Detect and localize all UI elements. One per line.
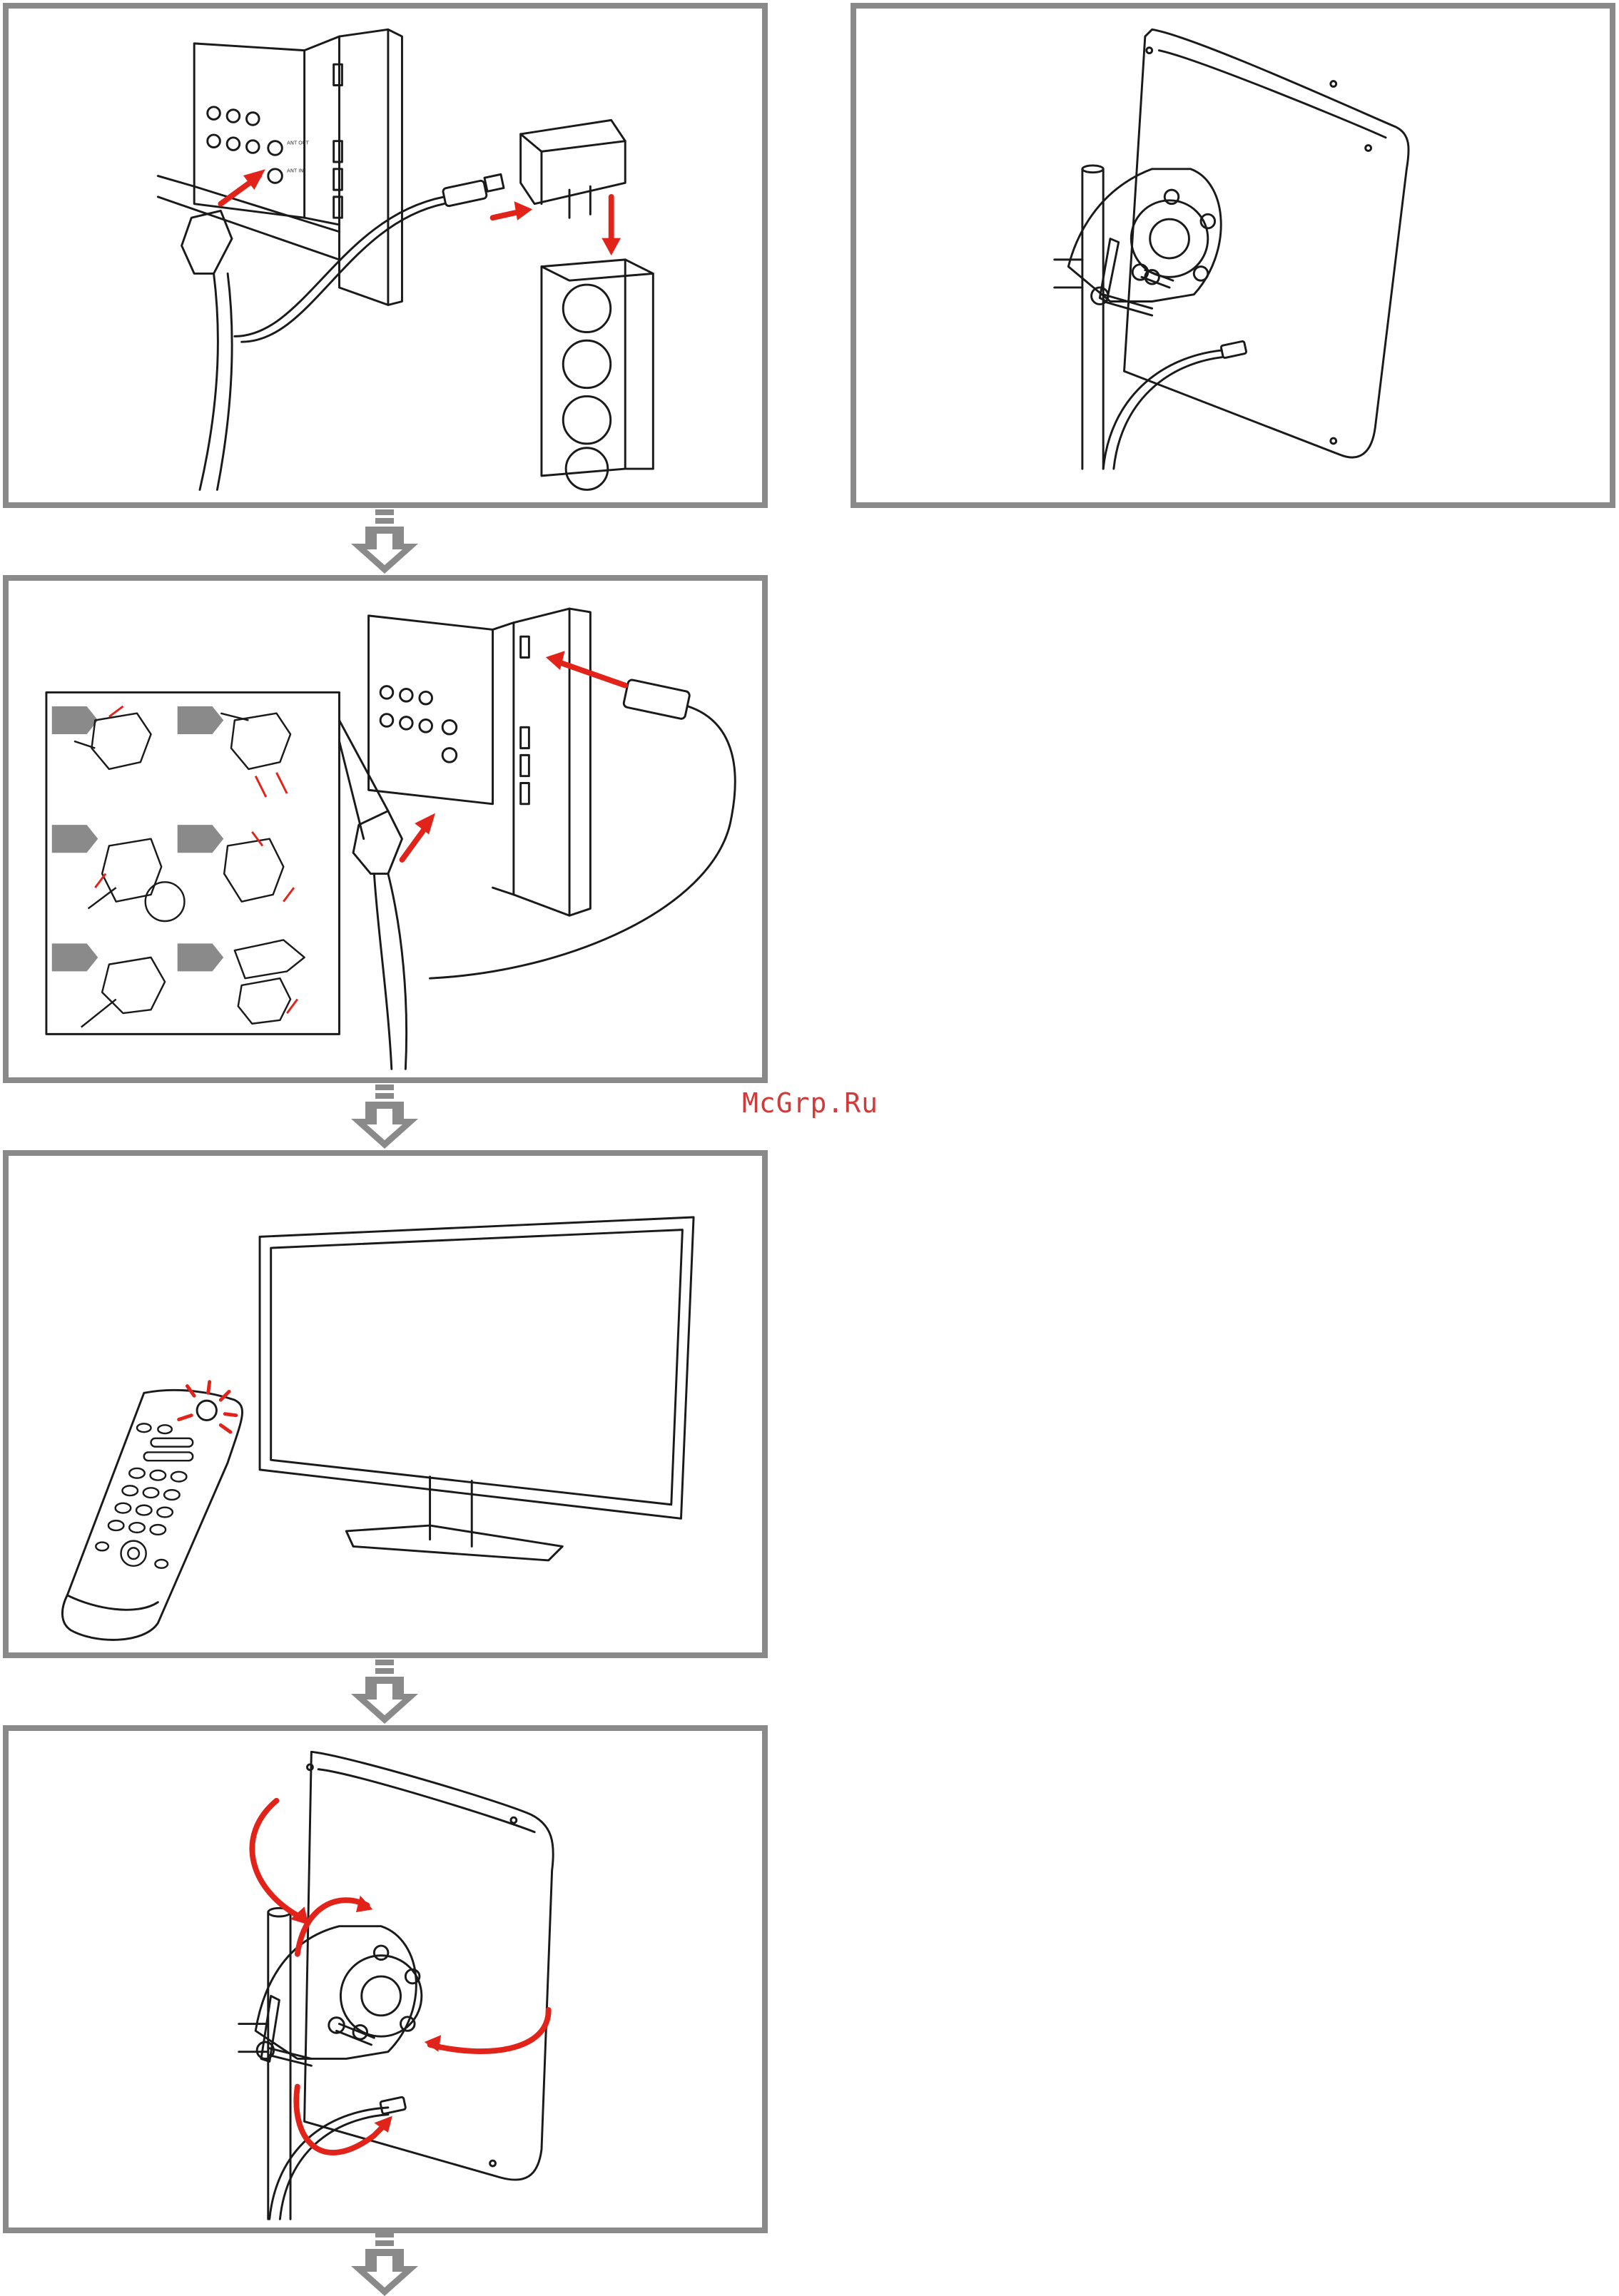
inset-step-badge-2 [178,706,224,734]
step-panel-antenna-adjust [3,1725,768,2233]
step-panel-antenna-mount [851,3,1615,508]
down-arrow-icon [347,1660,422,1724]
watermark: McGrp.Ru [742,1087,878,1119]
antenna-mount-illustration [856,9,1610,502]
rotation-arrows-icon [252,1801,548,2153]
inset-step-badge-6 [178,943,224,971]
tv-remote-illustration [9,1156,762,1652]
inset-step-badge-4 [178,825,224,853]
port-label-ant-in: ANT IN [287,168,303,174]
step-panel-tv-remote [3,1150,768,1658]
down-arrow-icon [347,1084,422,1149]
inset-step-badge-1 [52,706,98,734]
down-arrow-icon [347,2232,422,2296]
down-arrow-icon [347,509,422,574]
step-panel-connect-antenna [3,575,768,1083]
step-panel-power-adapter: ANT OUT ANT IN [3,3,768,508]
remote-signal-icon [179,1382,236,1432]
port-label-ant-out: ANT OUT [287,141,309,146]
antenna-adjust-illustration [9,1731,762,2228]
inset-step-badge-3 [52,825,98,853]
inset-step-badge-5 [52,943,98,971]
connect-antenna-illustration [9,581,762,1077]
power-adapter-illustration: ANT OUT ANT IN [9,9,762,502]
